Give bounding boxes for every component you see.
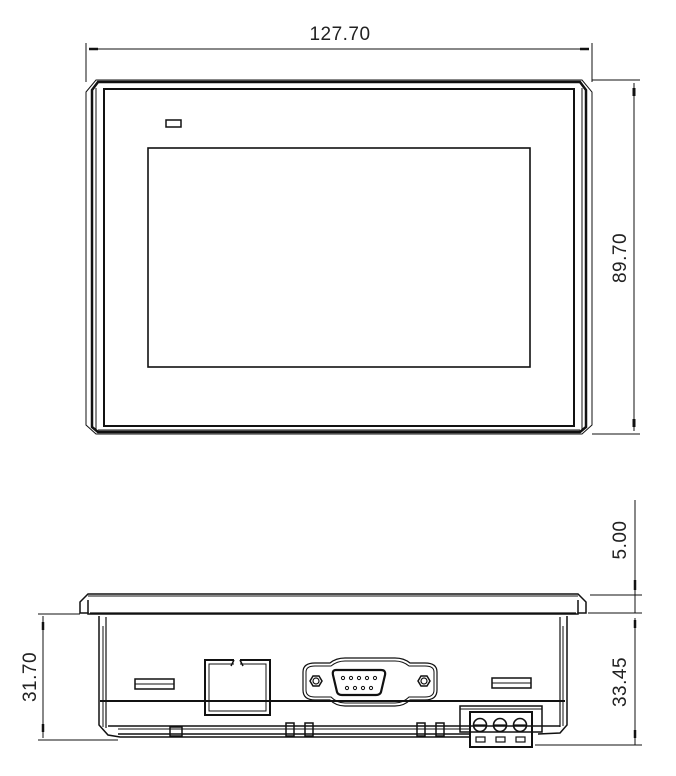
power-terminal-block <box>459 705 543 748</box>
rear-housing <box>98 616 568 738</box>
terminal-screw-3 <box>512 717 528 743</box>
width-dimension: 127.70 <box>85 24 593 82</box>
height-dimension: 89.70 <box>592 79 640 435</box>
outer-bezel <box>85 79 593 435</box>
terminal-screw-2 <box>492 717 508 743</box>
db9-serial-port <box>302 657 438 707</box>
bezel-depth-dimension: 5.00 <box>588 500 642 614</box>
housing-depth-left-dimension: 31.70 <box>20 613 118 741</box>
bezel-depth-label: 5.00 <box>610 521 631 560</box>
rj45-ethernet-port <box>204 659 271 716</box>
status-led-indicator <box>165 119 182 128</box>
side-view: 5.00 33.45 31.70 <box>20 500 642 748</box>
housing-depth-right-dimension: 33.45 <box>535 618 642 746</box>
housing-depth-right-label: 33.45 <box>610 657 631 707</box>
bezel-flange <box>79 593 587 615</box>
inner-frame <box>103 88 575 427</box>
terminal-screw-1 <box>472 717 488 743</box>
housing-depth-left-label: 31.70 <box>20 652 41 702</box>
screw-icon <box>417 675 431 687</box>
vent-slot-left <box>134 678 175 690</box>
screw-icon <box>309 675 323 687</box>
front-view: 127.70 89.70 <box>85 24 640 435</box>
width-dimension-label: 127.70 <box>309 24 370 45</box>
height-dimension-label: 89.70 <box>610 233 631 283</box>
vent-slot-right <box>491 677 532 689</box>
display-screen <box>147 147 531 368</box>
